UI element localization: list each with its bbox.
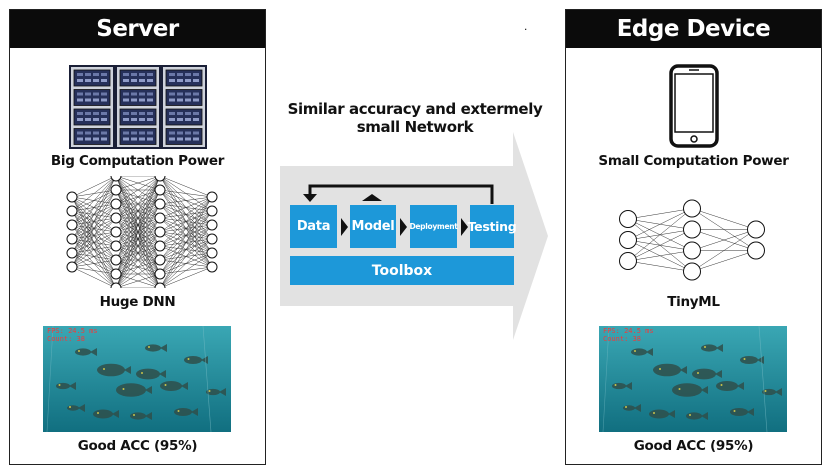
step-testing: Testing [468,205,517,248]
tinyml-caption: TinyML [667,294,720,310]
server-accuracy-caption: Good ACC (95%) [77,438,198,454]
tagline: Similar accuracy and extermely small Net… [287,100,543,136]
stray-dot: . [524,19,528,33]
edge-accuracy-caption: Good ACC (95%) [633,438,754,454]
big-computation-caption: Big Computation Power [50,153,225,169]
step-data: Data [290,205,337,248]
arrow-data-model-icon [341,218,348,236]
server-panel: Server Big Computation Power Huge DNN FP… [9,9,266,465]
small-computation-caption: Small Computation Power [598,153,789,169]
step-deployment: Deployment [409,205,458,248]
huge-dnn-diagram [66,176,218,288]
huge-dnn-caption: Huge DNN [99,294,176,310]
arrow-deploy-test-icon [461,218,468,236]
model-up-arrowhead-icon [362,194,382,201]
server-rack-icon [69,65,207,149]
edge-panel-title: Edge Device [566,10,821,48]
loop-arrowhead-icon [303,194,317,202]
server-panel-title: Server [10,10,265,48]
arrow-model-deploy-icon [400,218,407,236]
edge-panel: Edge Device Small Computation Power Tiny… [565,9,822,465]
toolbox-bar: Toolbox [290,256,514,285]
step-model: Model [350,205,396,248]
tinyml-network-diagram [619,199,765,281]
smartphone-icon [669,64,719,148]
